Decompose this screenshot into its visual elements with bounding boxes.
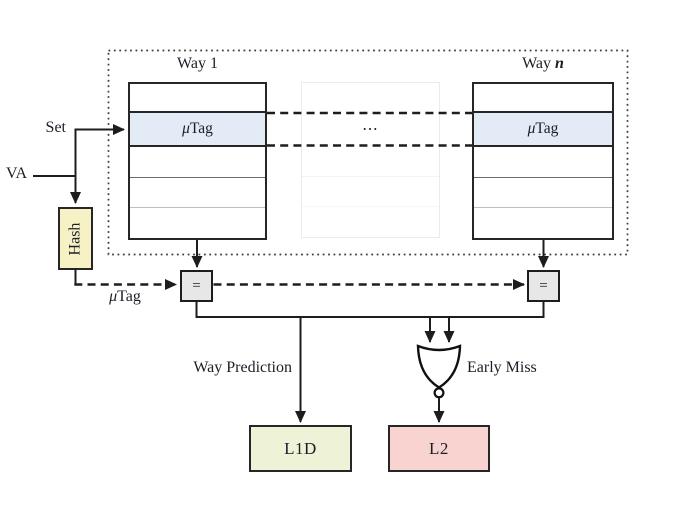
l1d-label: L1D [284, 438, 317, 458]
equals-symbol: = [539, 277, 548, 294]
utag-tag: Tag [189, 120, 213, 137]
elided-ways-table: ⋯ [301, 82, 440, 238]
way1-title: Way 1 [177, 55, 218, 72]
way-prediction-label: Way Prediction [193, 359, 292, 376]
va-line [33, 128, 81, 204]
va-label: VA [6, 165, 28, 182]
way1-row-divider [130, 177, 265, 178]
nor-input-arrows [424, 317, 455, 343]
utag-mu: μ [527, 120, 536, 137]
l2-box: L2 [388, 425, 490, 472]
utag-mu: μ [109, 288, 118, 305]
hash-label: Hash [66, 222, 84, 255]
equals-symbol: = [192, 277, 201, 294]
wayn-title-prefix: Way [522, 55, 555, 72]
utag-tag: Tag [535, 120, 559, 137]
l2-label: L2 [429, 438, 449, 458]
way1-row-divider [130, 207, 265, 208]
set-label: Set [45, 119, 66, 136]
comparator-wayn: = [527, 270, 560, 302]
comparator-bus [195, 301, 545, 318]
utag-signal-label: μTag [88, 288, 162, 306]
l1d-box: L1D [249, 425, 352, 472]
wayn-row-divider [474, 177, 612, 178]
utag-mu: μ [182, 120, 190, 137]
ghost-row-divider [302, 206, 439, 207]
way-output-arrows [191, 240, 549, 268]
comparator-way1: = [180, 270, 213, 302]
wayn-row-divider [474, 207, 612, 208]
ghost-row-divider [302, 176, 439, 177]
utag-tag: Tag [117, 288, 141, 305]
wayn-title: Way n [472, 55, 614, 75]
wayn-title-n: n [555, 55, 564, 72]
ellipsis-label: ⋯ [362, 121, 379, 138]
early-miss-label: Early Miss [467, 359, 537, 376]
hash-box: Hash [58, 207, 93, 270]
nor-gate-icon [416, 344, 462, 399]
